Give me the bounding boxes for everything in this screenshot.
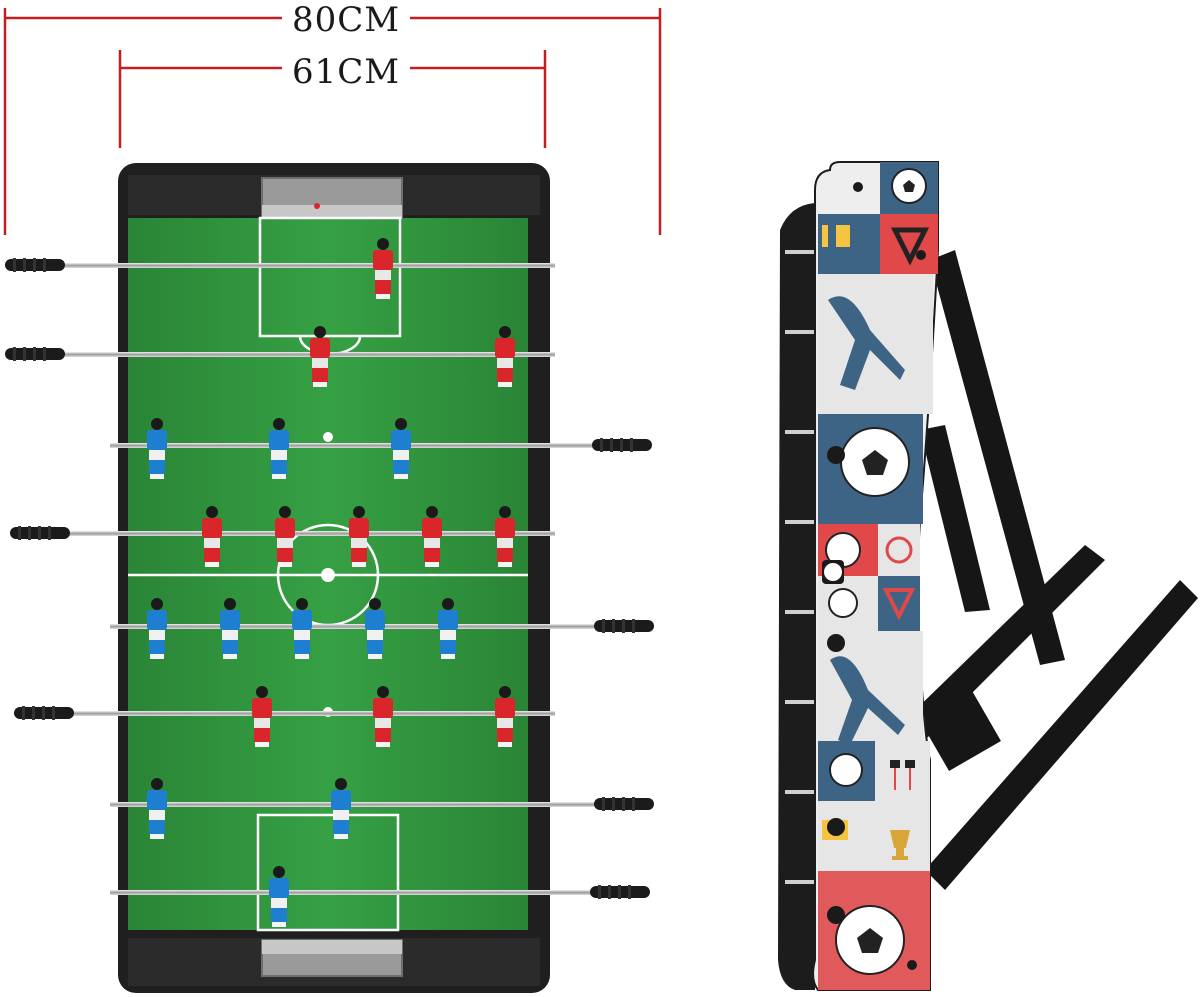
soccer-ball-icon (829, 753, 863, 787)
player-silhouette-icon (828, 296, 905, 390)
trophy-icon (890, 830, 910, 848)
whistle-icon (828, 588, 858, 618)
medal-icon (890, 227, 930, 266)
player-silhouette-icon (830, 656, 905, 745)
overall-width-label: 80CM (282, 2, 411, 38)
checkered-flags-icon (890, 760, 915, 790)
medal-icon (882, 588, 916, 621)
rods (5, 238, 654, 927)
foosball-table-top-view (118, 163, 550, 993)
foosball-table-folded-side-view (778, 161, 1198, 991)
playfield-width-label: 61CM (282, 54, 411, 90)
